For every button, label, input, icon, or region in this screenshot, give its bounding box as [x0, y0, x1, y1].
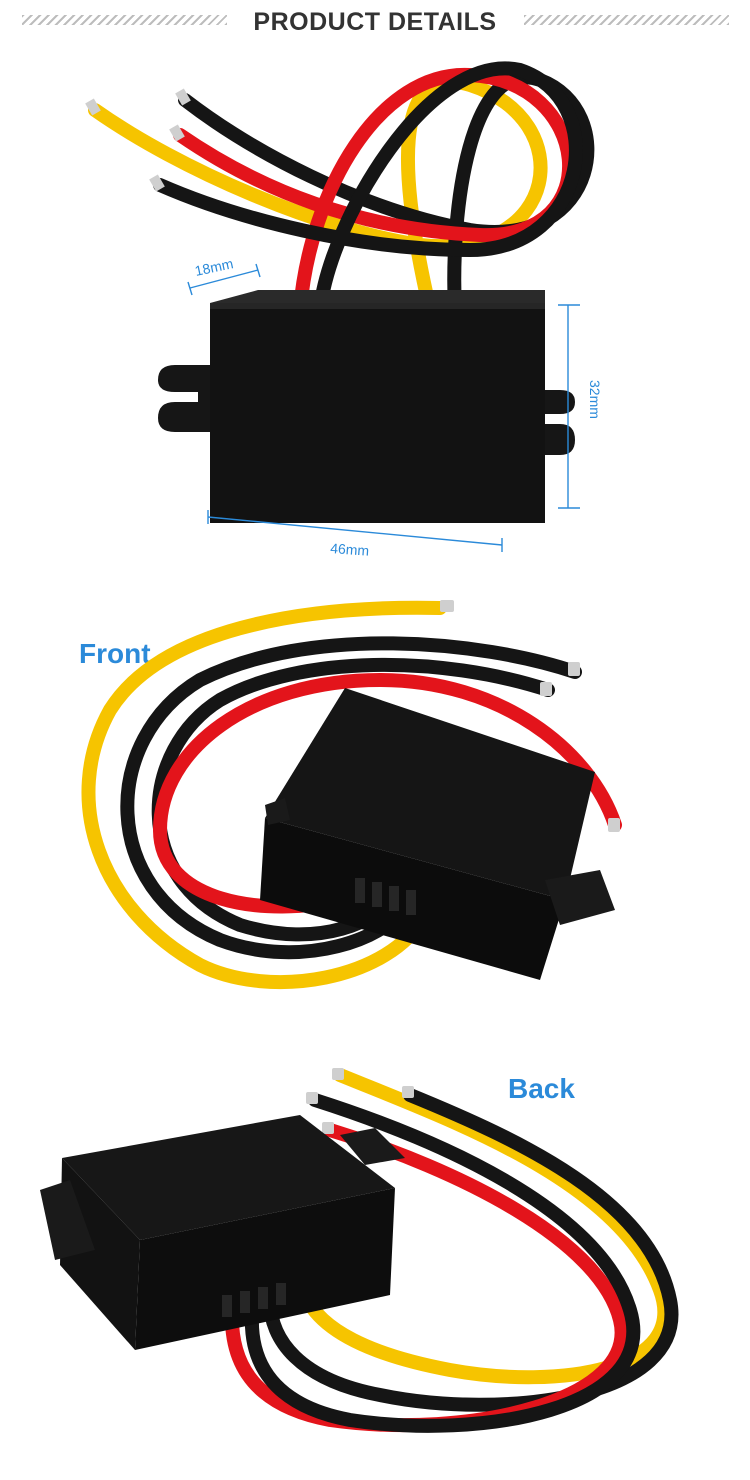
back-mounting-ear-right: [340, 1128, 405, 1165]
front-label: Front: [79, 638, 151, 669]
dimension-view: 18mm 32mm 46mm: [0, 0, 750, 580]
dimension-product-image: 18mm 32mm 46mm: [85, 61, 603, 559]
header-hatch-left: [22, 15, 227, 25]
wire-black-2: [153, 61, 583, 317]
back-housing-top: [62, 1115, 395, 1240]
header-hatch-right: [524, 15, 729, 25]
back-view: Back: [0, 1040, 750, 1480]
back-product-image: [40, 1068, 679, 1433]
front-housing-top: [265, 688, 595, 900]
back-mounting-ear-left: [40, 1180, 95, 1260]
wire-black: [178, 70, 595, 317]
wire-yellow: [88, 74, 548, 317]
width-dimension-label: 46mm: [330, 540, 370, 559]
back-housing-side: [60, 1158, 140, 1350]
back-wire-red: [224, 1123, 629, 1433]
front-wire-yellow: [81, 600, 447, 989]
mounting-ear-right: [530, 390, 575, 455]
back-label: Back: [508, 1073, 575, 1104]
front-mounting-ear-left: [265, 798, 290, 825]
front-wire-black-2: [151, 657, 555, 942]
back-wire-black: [263, 1088, 679, 1412]
back-wire-black-2: [244, 1093, 641, 1433]
wire-red: [173, 67, 577, 317]
back-housing-front: [135, 1188, 395, 1350]
page-title: PRODUCT DETAILS: [253, 8, 497, 36]
housing-body: [210, 303, 545, 523]
height-dimension-label: 32mm: [587, 380, 603, 419]
front-wire-black: [120, 636, 582, 960]
depth-dimension-label: 18mm: [193, 255, 234, 279]
housing-top: [210, 290, 545, 303]
front-mounting-ear-right: [545, 870, 615, 925]
back-wire-yellow: [298, 1068, 672, 1385]
page-header: PRODUCT DETAILS: [0, 0, 750, 48]
front-product-image: [81, 600, 622, 989]
mounting-ear-left: [158, 365, 210, 432]
front-view: Front: [0, 580, 750, 1040]
front-wire-red: [152, 672, 622, 914]
